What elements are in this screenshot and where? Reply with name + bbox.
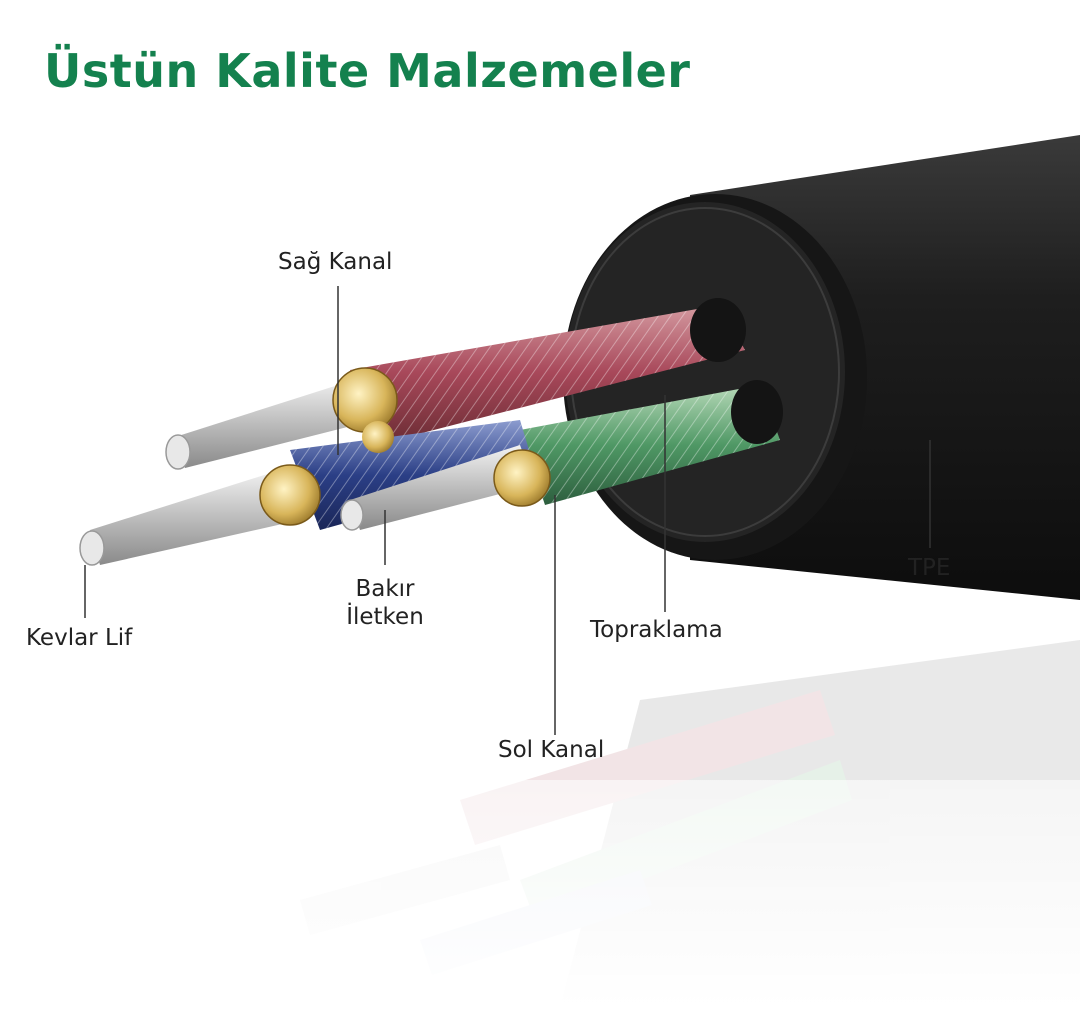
label-tpe: TPE [908,555,951,581]
reflection-fade [0,780,1080,1008]
leader-lines [84,286,931,735]
label-copper-line1: Bakır [355,576,415,602]
wires [79,298,783,566]
label-right-channel: Sağ Kanal [278,249,393,275]
label-grounding: Topraklama [590,617,723,643]
label-left-channel: Sol Kanal [498,737,605,763]
label-kevlar: Kevlar Lif [26,625,133,651]
label-copper-conductor: Bakır İletken [340,575,430,631]
page-title: Üstün Kalite Malzemeler [44,44,691,98]
label-copper-line2: İletken [346,604,424,630]
